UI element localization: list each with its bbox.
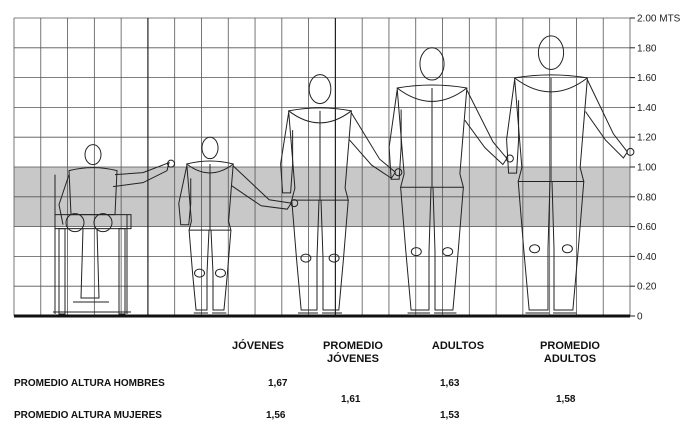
right-knee-outline	[328, 253, 340, 263]
left-arm-outline	[178, 165, 192, 226]
header-promedio-adultos: PROMEDIO ADULTOS	[520, 340, 620, 366]
left-knee-outline	[410, 247, 422, 257]
adult-male-figure	[506, 35, 635, 314]
scale-tick-label: 0.20	[637, 282, 657, 293]
adult-female-figure	[388, 47, 514, 314]
header-adultos: ADULTOS	[431, 340, 485, 352]
scale-tick-label: 0	[637, 312, 643, 323]
scale-tick-label: 1.20	[637, 133, 657, 144]
header-promedio-adultos-line2: ADULTOS	[543, 353, 597, 365]
measurement-grid	[13, 17, 631, 317]
wheelchair-wheel-left	[58, 228, 66, 315]
right-knee-outline	[214, 268, 226, 278]
reaching-arm-outline	[112, 161, 170, 188]
right-leg-outline	[551, 181, 585, 311]
scale-tick-label: 1.80	[637, 43, 657, 54]
right-leg-outline	[210, 230, 232, 311]
anthropometric-height-diagram: 2.00 MTS 1.80 1.60 1.40 1.20 1.00 0.80 0.60 0.40…	[13, 14, 681, 323]
scale-tick-label: 0.60	[637, 222, 657, 233]
scale-tick-label: 1.60	[637, 73, 657, 84]
left-knee-outline	[194, 268, 206, 278]
right-hand-outline	[394, 168, 403, 177]
head-outline	[537, 35, 565, 70]
header-jovenes: JÓVENES	[232, 340, 284, 352]
scale-tick-label: 0.40	[637, 252, 657, 263]
right-knee-outline	[442, 247, 454, 257]
wheelchair-user-figure	[53, 144, 175, 315]
hand-outline	[167, 159, 175, 168]
right-knee-outline	[93, 213, 113, 233]
height-scale: 2.00 MTS 1.80 1.60 1.40 1.20 1.00 0.80 0.60 0.40…	[630, 14, 681, 323]
left-knee-outline	[300, 253, 312, 263]
head-outline	[308, 74, 332, 105]
header-promedio-jovenes-line2: JÓVENES	[327, 353, 379, 365]
value-jovenes-hombres: 1,67	[268, 378, 288, 389]
left-arm-outline	[506, 79, 520, 174]
value-promedio-adultos: 1,58	[556, 394, 576, 405]
left-arm-outline	[58, 174, 70, 225]
value-promedio-jovenes: 1,61	[341, 394, 361, 405]
torso-outline	[514, 74, 588, 183]
torso-outline	[396, 84, 468, 188]
header-promedio-adultos-line1: PROMEDIO	[540, 340, 600, 352]
head-outline	[419, 47, 445, 81]
header-promedio-jovenes: PROMEDIO JÓVENES	[308, 340, 398, 366]
right-leg-outline	[320, 200, 349, 311]
scale-tick-label: 1.00	[637, 163, 657, 174]
row-label-mujeres: PROMEDIO ALTURA MUJERES	[14, 410, 162, 421]
right-arm-outline	[230, 165, 293, 210]
left-leg-outline	[188, 230, 210, 311]
scale-tick-label: 1.40	[637, 103, 657, 114]
left-knee-outline	[65, 213, 85, 233]
torso-outline	[68, 167, 118, 216]
right-arm-outline	[349, 112, 397, 179]
right-arm-outline	[585, 79, 629, 159]
scale-tick-label: 0.80	[637, 192, 657, 203]
right-hand-outline	[505, 154, 514, 163]
header-promedio-jovenes-line1: PROMEDIO	[323, 340, 383, 352]
youth-figure	[280, 74, 403, 314]
scale-tick-label: 2.00 MTS	[637, 14, 681, 25]
left-arm-outline	[280, 112, 294, 194]
left-leg-outline	[400, 187, 432, 311]
value-adultos-hombres: 1,63	[440, 378, 460, 389]
left-arm-outline	[388, 89, 402, 180]
right-knee-outline	[561, 244, 573, 254]
value-jovenes-mujeres: 1,56	[266, 410, 286, 421]
right-arm-outline	[464, 89, 508, 166]
right-leg-outline	[432, 187, 464, 311]
left-leg-outline	[517, 181, 551, 311]
wheelchair-wheel-right	[118, 228, 126, 315]
torso-outline	[288, 107, 352, 201]
head-outline	[84, 144, 102, 166]
row-label-hombres: PROMEDIO ALTURA HOMBRES	[14, 378, 165, 389]
right-hand-outline	[626, 147, 635, 156]
human-figures	[53, 35, 635, 315]
child-figure	[178, 136, 299, 314]
lower-legs-outline	[80, 228, 100, 299]
head-outline	[201, 136, 219, 160]
left-knee-outline	[529, 244, 541, 254]
value-adultos-mujeres: 1,53	[440, 410, 460, 421]
left-leg-outline	[291, 200, 320, 311]
